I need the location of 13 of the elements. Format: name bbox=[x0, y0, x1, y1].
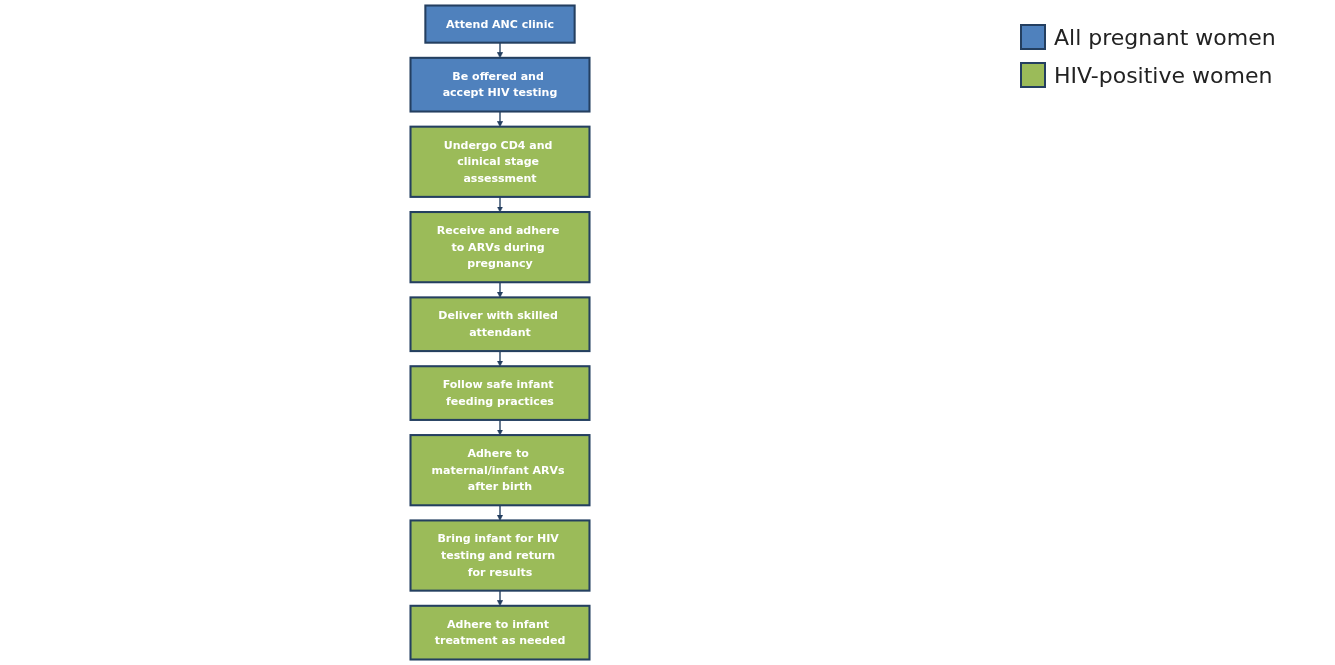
node-box: Receive and adhere to ARVs during pregnancy bbox=[409, 211, 591, 284]
node-box: Adhere to infant treatment as needed bbox=[409, 604, 591, 661]
node-box: Follow safe infant feeding practices bbox=[409, 365, 591, 421]
node-box: Deliver with skilled attendant bbox=[409, 296, 591, 353]
arrow bbox=[496, 196, 504, 213]
legend-label: HIV-positive women bbox=[1054, 62, 1273, 88]
node-box: Undergo CD4 and clinical stage assessment bbox=[409, 125, 591, 198]
node-box: Attend ANC clinic bbox=[424, 4, 576, 44]
legend-label: All pregnant women bbox=[1054, 24, 1276, 50]
node-box: Adhere to maternal/infant ARVs after birth bbox=[409, 434, 591, 507]
arrow bbox=[496, 419, 504, 436]
node-box: Bring infant for HIV testing and return for results bbox=[409, 519, 591, 592]
node-box: Be offered and accept HIV testing bbox=[409, 56, 591, 113]
